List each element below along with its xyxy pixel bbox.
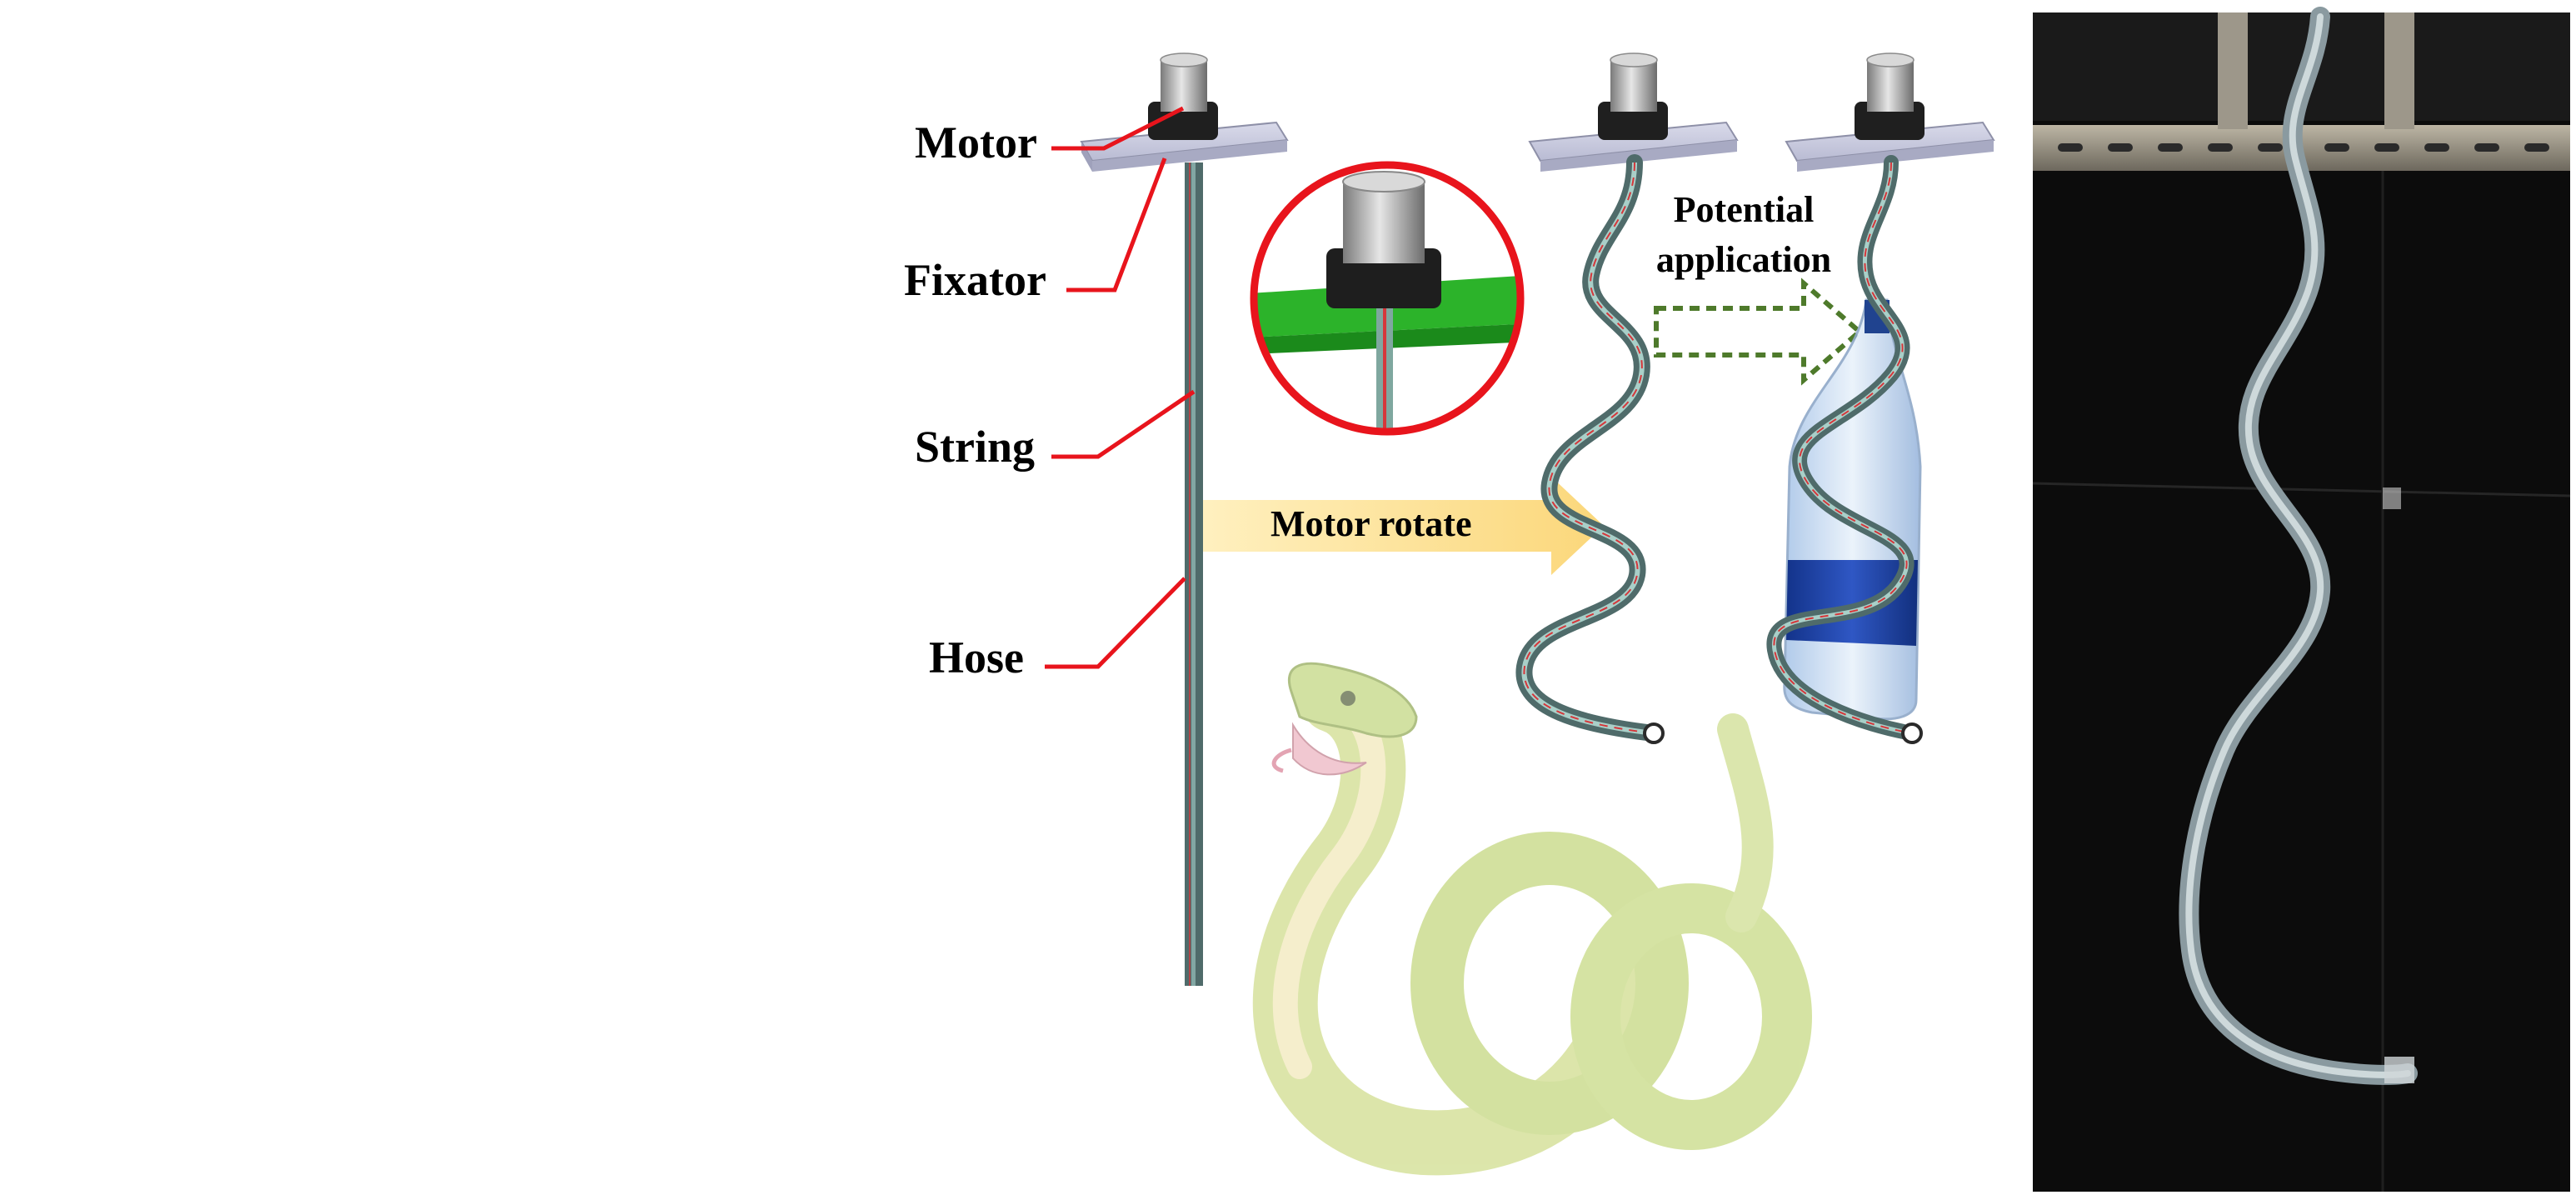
snake-eye bbox=[1340, 691, 1355, 706]
potential-dashed-arrow bbox=[1654, 278, 1864, 386]
bracket-left bbox=[2218, 12, 2248, 129]
label-potential-application: Potential application bbox=[1640, 185, 1848, 285]
helical-hose bbox=[1515, 154, 1662, 742]
label-motor: Motor bbox=[915, 118, 1037, 168]
callout-motor-top bbox=[1342, 171, 1425, 192]
bottle-string bbox=[1773, 162, 1913, 734]
snake-coil-1 bbox=[1410, 832, 1689, 1135]
backdrop-seam bbox=[2032, 482, 2571, 498]
bottle-motor-top bbox=[1866, 52, 1915, 68]
bracket-right bbox=[2384, 12, 2414, 129]
straight-actuator bbox=[1080, 52, 1289, 986]
bottle-hose-end bbox=[1901, 722, 1923, 744]
label-potential-line1: Potential bbox=[1673, 189, 1815, 230]
photo-hose-highlight bbox=[2185, 13, 2411, 1078]
helical-motor bbox=[1610, 60, 1657, 112]
rail-slots bbox=[2058, 143, 2549, 152]
straight-inner-string bbox=[1189, 162, 1191, 986]
bottle-plate-front bbox=[1797, 140, 1994, 172]
photo-hose-end bbox=[2384, 1057, 2414, 1083]
detail-callout bbox=[1250, 161, 1525, 436]
string-leader bbox=[1051, 389, 1196, 459]
bottle-motor bbox=[1867, 60, 1914, 112]
snake-mouth bbox=[1292, 722, 1367, 776]
helical-hose-end bbox=[1643, 722, 1665, 744]
straight-hose-highlight bbox=[1191, 162, 1196, 986]
motor-leader bbox=[1051, 106, 1185, 151]
helical-motor-top bbox=[1610, 52, 1658, 68]
snake-tail bbox=[1717, 713, 1774, 932]
snake-coil-2 bbox=[1570, 883, 1812, 1150]
label-string: String bbox=[915, 422, 1036, 472]
snake-tongue bbox=[1271, 748, 1292, 773]
helical-actuator bbox=[1515, 52, 1739, 744]
callout-motor bbox=[1343, 182, 1425, 263]
photo-clip bbox=[2383, 488, 2401, 509]
motor-rotate-arrow bbox=[1203, 477, 1604, 575]
label-fixator: Fixator bbox=[904, 255, 1046, 305]
callout-ring bbox=[1250, 161, 1525, 436]
photo-panel bbox=[2032, 7, 2571, 1192]
fixator-leader bbox=[1066, 158, 1167, 292]
dashed-arrow-shape bbox=[1654, 278, 1864, 386]
bottle-actuator bbox=[1766, 52, 1995, 744]
snake-illustration bbox=[1252, 662, 1812, 1176]
label-motor-rotate: Motor rotate bbox=[1271, 503, 1472, 544]
leader-lines bbox=[1045, 106, 1196, 669]
motor-top bbox=[1160, 52, 1208, 68]
motor-body bbox=[1161, 60, 1207, 112]
label-hose: Hose bbox=[929, 632, 1024, 682]
label-potential-line2: application bbox=[1655, 239, 1832, 280]
motor-rotate-arrow-shape bbox=[1203, 477, 1604, 575]
hose-leader bbox=[1045, 577, 1186, 669]
helical-string bbox=[1523, 162, 1655, 734]
callout-string bbox=[1383, 300, 1386, 432]
fixator-plate-front bbox=[1092, 140, 1287, 172]
